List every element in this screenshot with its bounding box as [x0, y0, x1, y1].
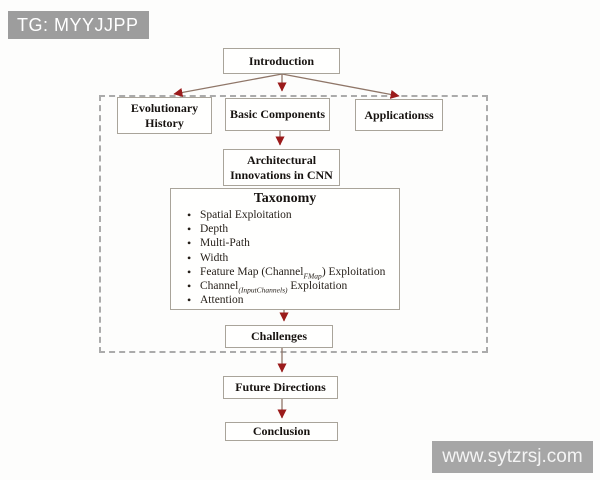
survey-scope-dashed-frame [99, 95, 488, 353]
site-watermark: www.sytzrsj.com [432, 441, 593, 473]
taxonomy-list: Spatial Exploitation Depth Multi-Path Wi… [171, 208, 399, 308]
node-conclusion: Conclusion [225, 422, 338, 441]
taxonomy-item-attention: Attention [187, 293, 399, 307]
node-basic-components: Basic Components [225, 98, 330, 131]
node-evolutionary-history: Evolutionary History [117, 97, 212, 134]
taxonomy-item-depth: Depth [187, 222, 399, 236]
node-architectural-innovations: Architectural Innovations in CNN [223, 149, 340, 186]
node-introduction: Introduction [223, 48, 340, 74]
node-taxonomy: Taxonomy Spatial Exploitation Depth Mult… [170, 188, 400, 310]
taxonomy-item-multipath: Multi-Path [187, 236, 399, 250]
arrow-intro-to-evolutionary [173, 73, 283, 97]
taxonomy-item-channel: Channel(InputChannels) Exploitation [187, 279, 399, 294]
node-applications: Applicationss [355, 99, 443, 131]
taxonomy-item-spatial: Spatial Exploitation [187, 208, 399, 222]
node-future-directions: Future Directions [223, 376, 338, 399]
taxonomy-item-width: Width [187, 251, 399, 265]
taxonomy-title: Taxonomy [253, 191, 317, 206]
node-challenges: Challenges [225, 325, 333, 348]
taxonomy-item-feature-map: Feature Map (ChannelFMap) Exploitation [187, 265, 399, 280]
arrow-intro-to-applications [281, 73, 400, 99]
telegram-watermark-badge: TG: MYYJJPP [8, 11, 149, 39]
